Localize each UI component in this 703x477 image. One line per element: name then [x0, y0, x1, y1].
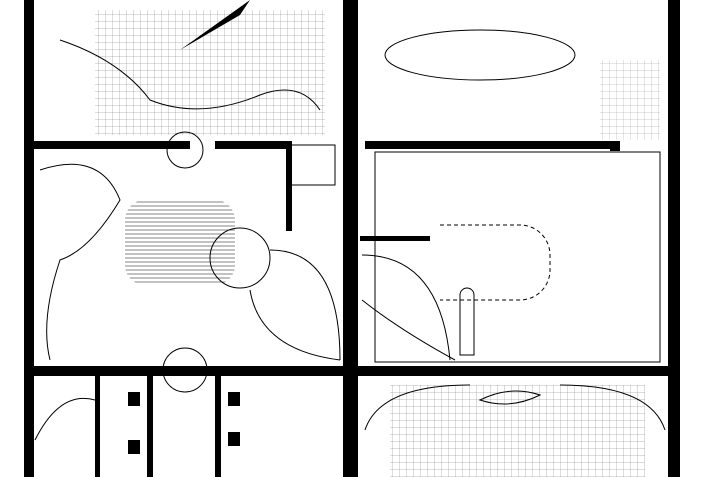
chair	[128, 392, 140, 406]
partition-vert-4	[95, 370, 100, 477]
door-box	[289, 144, 336, 186]
terrain-contour-top	[59, 39, 321, 111]
curved-path-bottom-right	[364, 384, 666, 431]
partition-horiz	[360, 236, 430, 241]
wall-upper-mid	[215, 141, 290, 149]
terrain-contour-left	[39, 163, 121, 361]
left-hatched-area	[125, 200, 235, 285]
bottom-right-tiled-floor	[390, 385, 645, 477]
fountain	[166, 131, 204, 169]
organic-shape-top-right	[384, 29, 576, 81]
chair	[128, 440, 140, 454]
outer-wall-right	[668, 0, 680, 477]
wall-lower-right	[358, 366, 668, 376]
rounded-room-right	[440, 224, 551, 301]
wall-upper-left	[30, 141, 190, 149]
boat-shape-top	[180, 0, 250, 50]
pillar-right	[459, 287, 475, 356]
round-table	[162, 347, 208, 393]
curved-path-bottom-left	[34, 397, 96, 441]
room-outlines	[34, 29, 666, 441]
partition-vert-3	[215, 370, 221, 477]
outer-wall-left	[24, 0, 34, 477]
chair	[228, 392, 240, 406]
chair	[228, 432, 240, 446]
wall-lower-left	[30, 366, 345, 376]
partition-vert-1	[286, 141, 292, 231]
stair-sweep-right	[361, 254, 456, 361]
top-right-tiled-floor	[600, 60, 660, 140]
boat-shape-bottom-right	[478, 390, 542, 405]
walls	[24, 0, 680, 477]
furniture	[128, 0, 542, 454]
tiled-floor-areas	[95, 10, 660, 477]
room-right-large	[374, 151, 661, 363]
spiral-stair-left	[209, 227, 271, 289]
central-wall	[343, 0, 358, 477]
right-pillar	[610, 141, 620, 151]
wall-upper-right	[365, 141, 620, 149]
stair-sweep-left	[249, 249, 341, 361]
partition-vert-2	[147, 370, 153, 477]
